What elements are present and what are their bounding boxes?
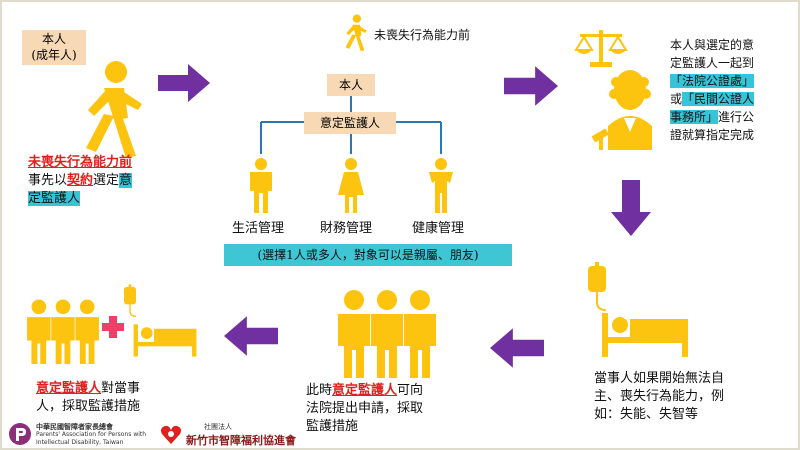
step3-or: 或	[670, 92, 683, 106]
self-adult-label: 本人 (成年人)	[22, 30, 86, 65]
selection-note: (選擇1人或多人，對象可以是親屬、朋友)	[224, 244, 512, 266]
step5-at-this-time: 此時	[306, 383, 333, 398]
step5-can: 可向	[397, 383, 424, 398]
step3-line1: 本人與選定的意	[670, 38, 755, 52]
step3-line6: 證就算指定完成	[670, 128, 755, 142]
arrow-right-2	[504, 66, 558, 106]
step1-text-b: 選定	[93, 173, 120, 188]
step6-to-party: 對當事	[101, 381, 141, 396]
three-guardians-small-icon	[27, 299, 99, 364]
man-icon-health	[429, 158, 453, 213]
pa-logo-icon	[9, 423, 31, 445]
guardian-box: 意定監護人	[304, 112, 396, 134]
hsinchu-logo-icon	[161, 425, 181, 444]
scales-of-justice-icon	[574, 30, 628, 67]
guardian-highlight-b: 定監護人	[28, 191, 81, 206]
step4-line3: 如：失能、失智等	[594, 407, 699, 422]
arrow-down	[611, 180, 651, 236]
pa-name-zh: 中華民國智障者家長總會	[36, 423, 113, 431]
step5-line2: 法院提出申請，採取	[306, 401, 424, 416]
private-notary-highlight-a: 「民間公證人	[682, 92, 755, 106]
step1-description: 未喪失行為能力前 事先以契約選定意 定監護人	[28, 154, 178, 208]
pa-name-en-2: Intellectual Disability, Taiwan	[36, 439, 124, 446]
medical-cross-icon	[102, 316, 124, 338]
self-box: 本人	[327, 74, 375, 96]
guardian-highlight-a: 意	[119, 173, 133, 188]
court-notary-highlight: 「法院公證處」	[670, 74, 755, 88]
before-incapacity-red: 未喪失行為能力前	[28, 155, 133, 170]
parents-association-logo: 中華民國智障者家長總會 Parents' Association for Per…	[8, 422, 158, 448]
step6-line2: 人，採取監護措施	[36, 399, 141, 414]
three-guardians-icon	[338, 290, 436, 378]
arrow-left-2	[224, 316, 278, 356]
adult-label-text: (成年人)	[31, 48, 77, 62]
hsinchu-association-logo: 社團法人 新竹市智障福利協進會	[160, 422, 310, 448]
arrow-left-1	[490, 328, 544, 368]
patient-bed-icon	[602, 313, 688, 357]
man-icon-life	[250, 158, 272, 213]
health-management-label: 健康管理	[412, 221, 465, 236]
guardian-red-2: 意定監護人	[332, 383, 398, 398]
step3-line5b: 進行公	[718, 110, 755, 124]
patient-bed-small-icon	[133, 324, 197, 357]
step3-line2: 定監護人一起到	[670, 56, 755, 70]
life-management-label: 生活管理	[232, 221, 285, 236]
step4-description: 當事人如果開始無法自 主、喪失行為能力，例 如：失能、失智等	[594, 370, 784, 424]
step4-line2: 主、喪失行為能力，例	[594, 389, 725, 404]
iv-drip-small-icon	[124, 284, 137, 317]
step4-line1: 當事人如果開始無法自	[594, 371, 725, 386]
pa-name-en-1: Parents' Association for Persons with	[36, 431, 147, 438]
walking-person-small-icon	[345, 14, 367, 52]
hsinchu-prefix: 社團法人	[204, 423, 232, 431]
woman-icon-finance	[338, 158, 364, 213]
before-incapacity-caption: 未喪失行為能力前	[374, 28, 471, 42]
step5-description: 此時意定監護人可向 法院提出申請，採取 監護措施	[306, 382, 486, 436]
self-label-text: 本人	[41, 32, 66, 46]
step3-description: 本人與選定的意 定監護人一起到 「法院公證處」 或「民間公證人 事務所」進行公 …	[670, 36, 788, 144]
contract-red: 契約	[67, 173, 94, 188]
judge-icon	[591, 70, 652, 150]
step1-text-a: 事先以	[28, 173, 68, 188]
step6-description: 意定監護人對當事 人，採取監護措施	[36, 380, 166, 416]
walking-person-icon	[86, 61, 142, 158]
guardian-red-3: 意定監護人	[36, 381, 102, 396]
step5-line3: 監護措施	[306, 419, 359, 434]
private-notary-highlight-b: 事務所」	[670, 110, 719, 124]
arrow-right-1	[158, 64, 210, 102]
hsinchu-name: 新竹市智障福利協進會	[186, 434, 296, 447]
finance-management-label: 財務管理	[320, 221, 373, 236]
iv-drip-icon	[588, 262, 607, 311]
